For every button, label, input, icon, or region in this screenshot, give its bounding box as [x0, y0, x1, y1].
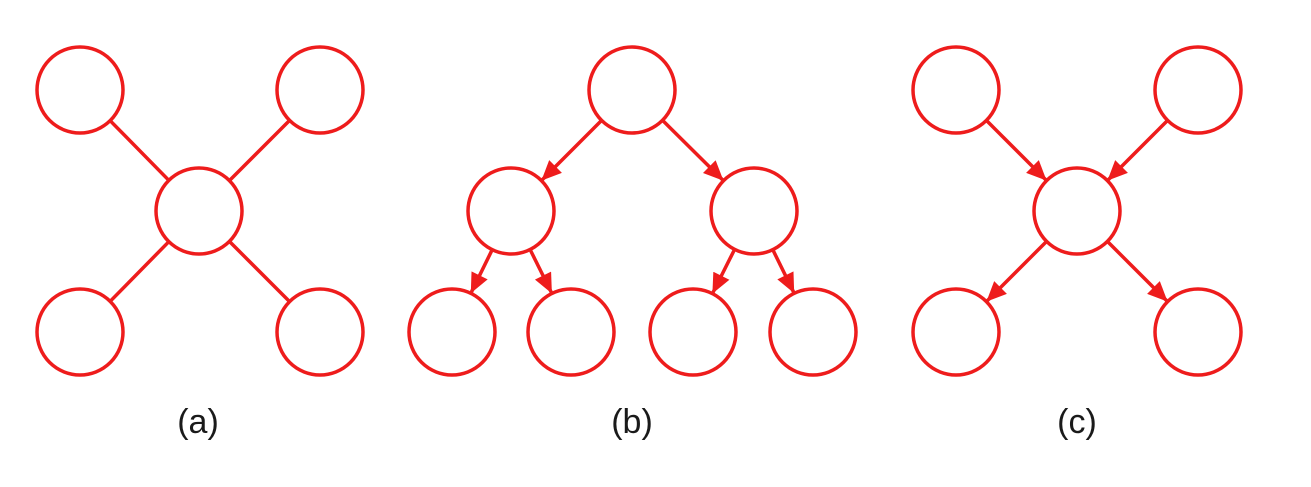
- node-b-n5: [526, 287, 616, 377]
- edge-b-n3-n6-arrow: [710, 248, 737, 295]
- node-b-n4: [407, 287, 497, 377]
- node-a-n1: [35, 45, 125, 135]
- caption-c: (c): [1057, 403, 1097, 441]
- edge-c-n1-n3-arrow: [985, 119, 1048, 182]
- node-b-n1: [587, 45, 677, 135]
- node-c-n4: [911, 287, 1001, 377]
- edge-c-n3-n5-arrow: [1106, 240, 1169, 303]
- edge-b-n2-n4-arrow: [469, 248, 494, 295]
- edge-c-n3-n4-arrow: [985, 240, 1048, 303]
- caption-a: (a): [177, 403, 219, 441]
- panel-a: [35, 45, 365, 377]
- node-b-n2: [466, 166, 556, 256]
- caption-b: (b): [611, 403, 653, 441]
- edge-b-n1-n3-arrow: [661, 119, 725, 182]
- node-c-n3: [1032, 166, 1122, 256]
- edge-a-n2-n3: [228, 119, 291, 182]
- edge-a-n3-n5: [228, 240, 291, 303]
- edge-c-n2-n3-arrow: [1106, 119, 1169, 182]
- node-b-n7: [768, 287, 858, 377]
- panel-c: [911, 45, 1243, 377]
- node-b-n6: [648, 287, 738, 377]
- node-a-n3: [154, 166, 244, 256]
- edge-b-n3-n7-arrow: [771, 248, 796, 295]
- panel-b: [407, 45, 858, 377]
- edge-a-n3-n4: [108, 240, 171, 303]
- node-a-n2: [275, 45, 365, 135]
- node-a-n5: [275, 287, 365, 377]
- node-a-n4: [35, 287, 125, 377]
- node-c-n1: [911, 45, 1001, 135]
- node-b-n3: [709, 166, 799, 256]
- edge-b-n1-n2-arrow: [540, 119, 603, 182]
- node-c-n2: [1153, 45, 1243, 135]
- node-c-n5: [1153, 287, 1243, 377]
- edge-a-n1-n3: [108, 119, 171, 182]
- edge-b-n2-n5-arrow: [528, 248, 554, 295]
